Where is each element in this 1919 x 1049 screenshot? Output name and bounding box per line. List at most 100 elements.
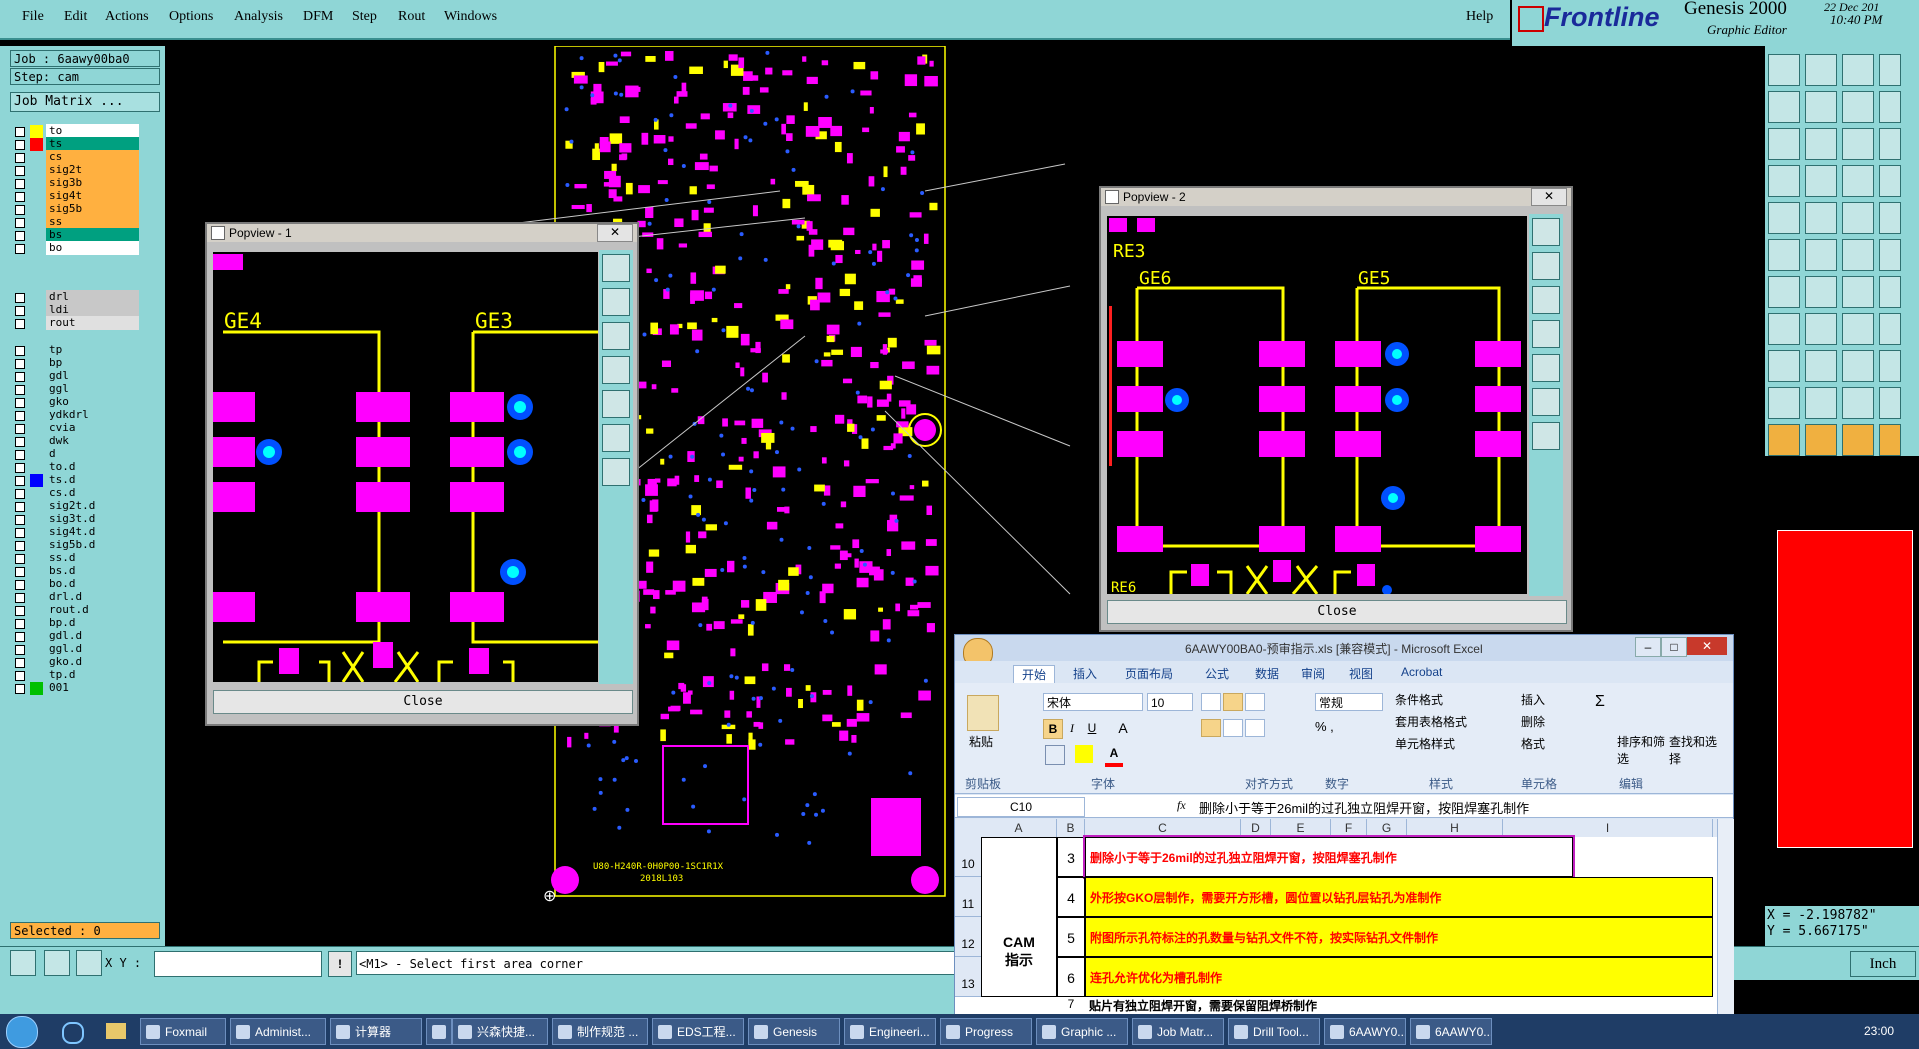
zoom-home-icon[interactable] <box>1532 422 1560 450</box>
xy-input[interactable] <box>154 951 322 977</box>
layer-row[interactable]: gko <box>10 395 139 410</box>
tool-button-icon[interactable] <box>1768 239 1800 271</box>
paste-button[interactable]: 粘贴 <box>969 735 994 749</box>
layer-row[interactable]: sig2t.d <box>10 499 139 514</box>
ribbon-tab[interactable]: 视图 <box>1349 667 1374 681</box>
tool-button-icon[interactable] <box>1842 350 1874 382</box>
tool-button-icon[interactable] <box>1879 313 1901 345</box>
layer-row[interactable]: to.d <box>10 460 139 475</box>
layer-row[interactable]: ts <box>10 137 139 152</box>
zoom-home-icon[interactable] <box>602 458 630 486</box>
layer-row[interactable]: rout <box>10 316 139 331</box>
grid-icon[interactable] <box>76 950 102 976</box>
pan-right-icon[interactable] <box>602 390 630 418</box>
tool-button-icon[interactable] <box>1768 350 1800 382</box>
layer-checkbox[interactable] <box>15 489 25 499</box>
menu-dfm[interactable]: DFM <box>303 9 334 24</box>
font-size-select[interactable]: 10 <box>1147 693 1193 711</box>
tool-button-icon[interactable] <box>1842 128 1874 160</box>
menu-file[interactable]: File <box>22 9 44 24</box>
layer-checkbox[interactable] <box>15 205 25 215</box>
layer-checkbox[interactable] <box>15 541 25 551</box>
layer-checkbox[interactable] <box>15 463 25 473</box>
sort-filter-button[interactable]: 排序和筛选 <box>1617 735 1666 766</box>
align-top-icon[interactable] <box>1201 693 1221 711</box>
layer-row[interactable]: bp <box>10 356 139 371</box>
layer-checkbox[interactable] <box>15 580 25 590</box>
layer-row[interactable]: ldi <box>10 303 139 318</box>
layer-checkbox[interactable] <box>15 554 25 564</box>
tool-button-icon[interactable] <box>1805 313 1837 345</box>
menu-windows[interactable]: Windows <box>444 9 498 24</box>
layer-checkbox[interactable] <box>15 192 25 202</box>
tool-button-icon[interactable] <box>1842 91 1874 123</box>
fill-color-icon[interactable] <box>1075 745 1093 763</box>
layer-checkbox[interactable] <box>15 632 25 642</box>
align-center-icon[interactable] <box>1223 719 1243 737</box>
column-header[interactable]: C <box>1085 819 1241 837</box>
tool-button-icon[interactable] <box>1805 276 1837 308</box>
tool-button-icon[interactable] <box>1842 239 1874 271</box>
column-header[interactable]: I <box>1503 819 1713 837</box>
taskbar-item[interactable]: EDS工程... <box>652 1018 744 1045</box>
excel-window[interactable]: 6AAWY00BA0-预审指示.xls [兼容模式] - Microsoft E… <box>954 634 1734 1016</box>
layer-checkbox[interactable] <box>15 515 25 525</box>
formula-input[interactable]: 删除小于等于26mil的过孔独立阻焊开窗，按阻焊塞孔制作 <box>1199 801 1530 816</box>
tool-button-icon[interactable] <box>1768 165 1800 197</box>
layer-row[interactable]: ggl <box>10 382 139 397</box>
close-icon[interactable]: ✕ <box>1687 637 1727 655</box>
tool-button-icon[interactable] <box>1805 91 1837 123</box>
layer-row[interactable]: sig5b.d <box>10 538 139 553</box>
tool-button-icon[interactable] <box>1768 387 1800 419</box>
tool-button-icon[interactable] <box>1768 276 1800 308</box>
align-bottom-icon[interactable] <box>1245 693 1265 711</box>
layer-checkbox[interactable] <box>15 645 25 655</box>
menu-edit[interactable]: Edit <box>64 9 88 24</box>
pan-left-icon[interactable] <box>602 356 630 384</box>
instruction-cell[interactable]: 删除小于等于26mil的过孔独立阻焊开窗，按阻焊塞孔制作 <box>1083 835 1575 879</box>
layer-checkbox[interactable] <box>15 218 25 228</box>
minimize-icon[interactable]: – <box>1635 637 1661 657</box>
instruction-cell[interactable]: 贴片有独立阻焊开窗，需要保留阻焊桥制作 <box>1089 999 1318 1013</box>
zoom-fit-icon[interactable] <box>602 254 630 282</box>
ribbon-tab[interactable]: 开始 <box>1013 665 1056 683</box>
zoom-in-icon[interactable] <box>1532 252 1560 280</box>
taskbar-item[interactable]: Foxmail <box>140 1018 226 1045</box>
taskbar-item[interactable]: Progress <box>940 1018 1032 1045</box>
popview-1-window[interactable]: Popview - 1 ✕ GE4 GE3 <box>205 222 639 726</box>
align-left-icon[interactable] <box>1201 719 1221 737</box>
tool-button-icon[interactable] <box>1879 239 1901 271</box>
layer-row[interactable]: 001 <box>10 681 139 696</box>
ie-icon[interactable] <box>62 1022 84 1044</box>
taskbar-item[interactable]: Genesis <box>748 1018 840 1045</box>
layer-checkbox[interactable] <box>15 306 25 316</box>
column-header[interactable]: F <box>1331 819 1367 837</box>
start-button-icon[interactable] <box>6 1016 38 1048</box>
layer-row[interactable]: gko.d <box>10 655 139 670</box>
vertical-scrollbar[interactable] <box>1717 819 1734 1015</box>
tool-button-icon[interactable] <box>1879 91 1901 123</box>
tool-button-icon[interactable] <box>1768 54 1800 86</box>
layer-checkbox[interactable] <box>15 684 25 694</box>
column-header[interactable]: E <box>1271 819 1331 837</box>
percent-icon[interactable]: % , <box>1315 719 1334 734</box>
column-header[interactable]: G <box>1367 819 1407 837</box>
info-icon[interactable]: ! <box>328 951 352 977</box>
layer-row[interactable]: ts.d <box>10 473 139 488</box>
tool-button-icon[interactable] <box>1768 202 1800 234</box>
close-icon[interactable]: ✕ <box>597 224 633 242</box>
cell-styles-button[interactable]: 单元格样式 <box>1395 737 1456 751</box>
instruction-cell[interactable]: 连孔允许优化为槽孔制作 <box>1085 957 1713 997</box>
layer-checkbox[interactable] <box>15 140 25 150</box>
layer-row[interactable]: tp <box>10 343 139 358</box>
layer-row[interactable]: rout.d <box>10 603 139 618</box>
layer-checkbox[interactable] <box>15 502 25 512</box>
pan-left-icon[interactable] <box>1532 320 1560 348</box>
tool-button-icon[interactable] <box>1805 424 1837 456</box>
menu-step[interactable]: Step <box>352 9 377 24</box>
ribbon-tab[interactable]: 插入 <box>1073 667 1098 681</box>
menu-options[interactable]: Options <box>169 9 214 24</box>
format-as-table-button[interactable]: 套用表格格式 <box>1395 715 1468 729</box>
tool-button-icon[interactable] <box>1842 424 1874 456</box>
